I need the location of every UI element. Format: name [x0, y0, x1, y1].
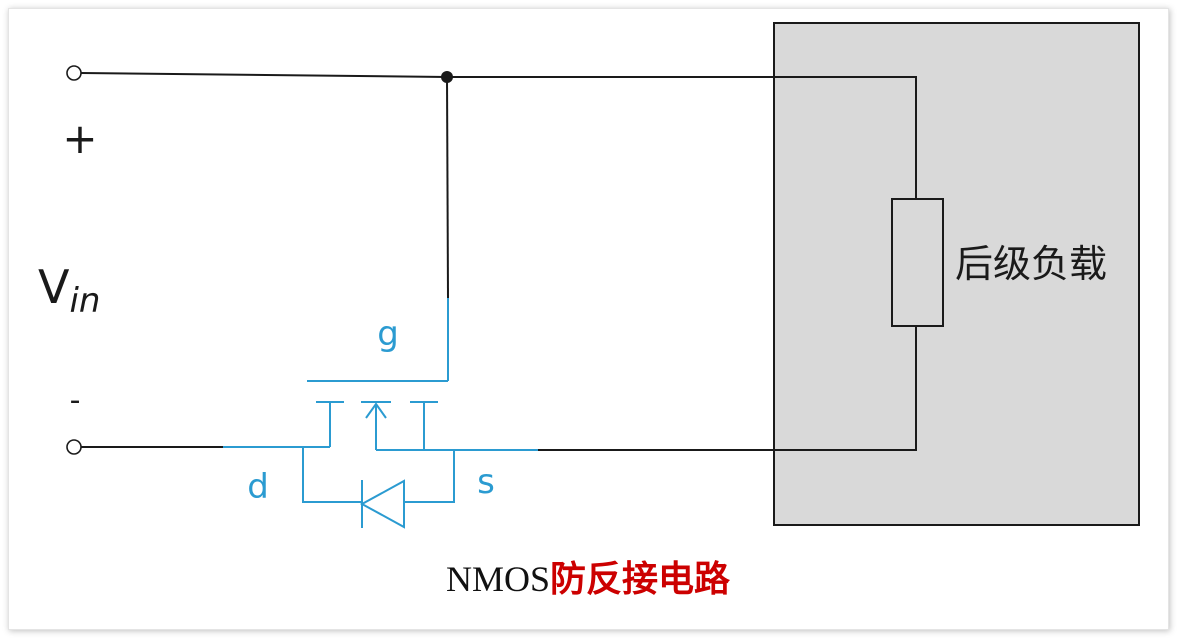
- vin-label: Vin: [38, 260, 100, 321]
- caption-suffix: 防反接电路: [550, 559, 731, 599]
- gate-label: g: [377, 314, 399, 354]
- junction-dot: [441, 71, 453, 83]
- caption-prefix: NMOS: [446, 559, 550, 599]
- bottom-load-wire: [538, 326, 917, 451]
- figure-caption: NMOS防反接电路: [446, 559, 731, 599]
- diode-right-lead: [404, 450, 455, 503]
- top-load-wire: [447, 76, 917, 199]
- plus-label: +: [62, 114, 97, 163]
- top-input-wire: [80, 72, 448, 78]
- load-label: 后级负载: [955, 242, 1107, 286]
- positive-terminal: [66, 65, 82, 81]
- drain-label: d: [247, 467, 269, 507]
- gate-feed-wire: [446, 76, 449, 299]
- diode-triangle: [359, 479, 405, 529]
- wires: [80, 72, 917, 451]
- nmos-transistor: [223, 298, 538, 529]
- source-label: s: [477, 462, 495, 502]
- body-arrow-head: [365, 402, 387, 419]
- load-resistor: [891, 198, 944, 327]
- load-block: [773, 22, 1140, 526]
- negative-terminal: [66, 439, 82, 455]
- diode-left-lead: [302, 447, 362, 503]
- minus-label: -: [70, 383, 81, 418]
- vin-main: V: [38, 260, 70, 314]
- vin-subscript: in: [69, 281, 100, 321]
